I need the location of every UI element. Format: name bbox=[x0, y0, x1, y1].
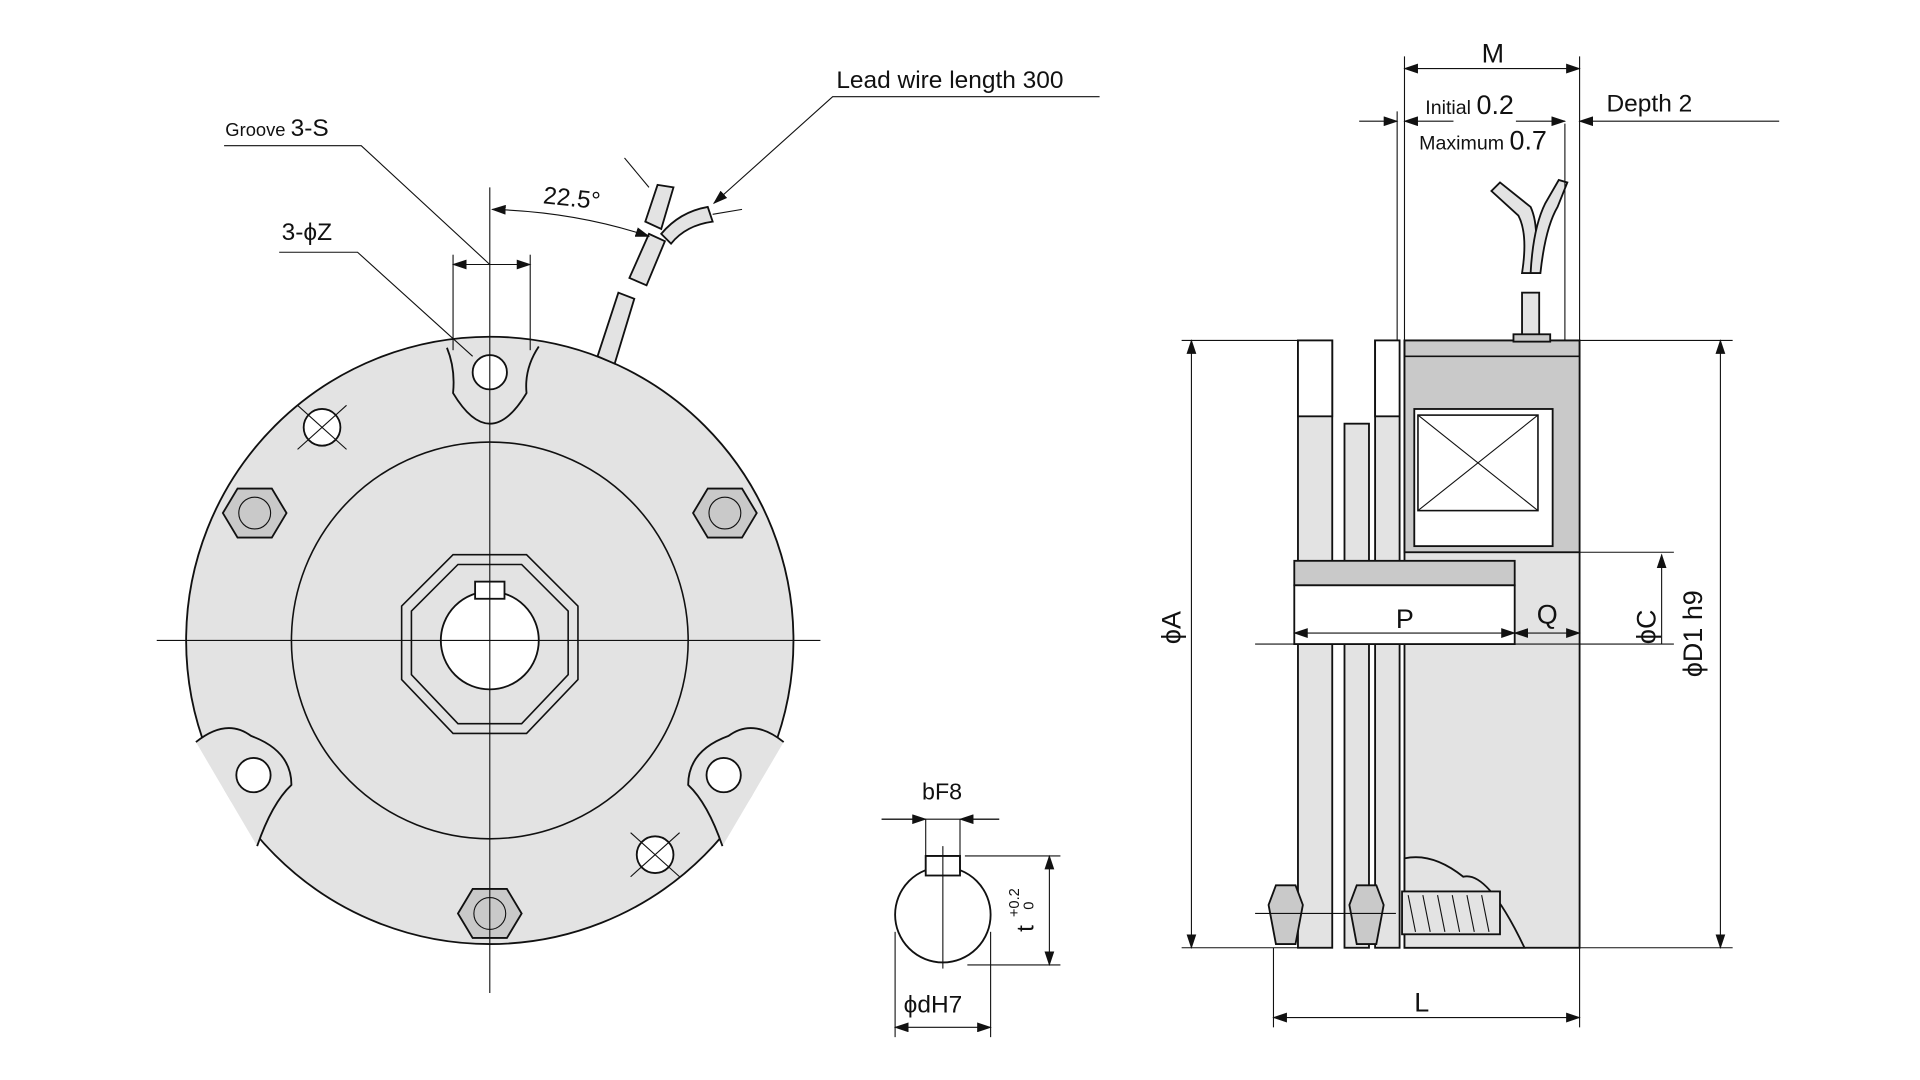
t-label: t bbox=[1012, 925, 1039, 932]
phi-d1-label: ϕD1 h9 bbox=[1678, 590, 1708, 677]
depth-label: Depth 2 bbox=[1607, 90, 1693, 117]
dh7-label: ϕdH7 bbox=[904, 992, 963, 1019]
holes-label: 3-ϕZ bbox=[282, 219, 332, 246]
angle-label: 22.5° bbox=[542, 182, 602, 215]
side-view bbox=[1181, 56, 1780, 1028]
maximum-label: Maximum 0.7 bbox=[1419, 125, 1547, 155]
initial-label: Initial 0.2 bbox=[1425, 90, 1514, 120]
phi-c-label: ϕC bbox=[1632, 610, 1662, 645]
t-tol-upper: +0.2 bbox=[1007, 888, 1023, 917]
front-view bbox=[156, 96, 1100, 994]
t-tol-lower: 0 bbox=[1021, 902, 1037, 910]
bf8-label: bF8 bbox=[922, 779, 962, 805]
p-label: P bbox=[1396, 604, 1414, 634]
keyway-detail bbox=[881, 814, 1061, 1038]
lead-wire-label: Lead wire length 300 bbox=[836, 67, 1063, 94]
phi-a-label: ϕA bbox=[1156, 611, 1186, 644]
m-label: M bbox=[1482, 38, 1504, 68]
l-label: L bbox=[1414, 987, 1429, 1017]
groove-label: Groove 3-S bbox=[225, 115, 328, 142]
q-label: Q bbox=[1537, 599, 1558, 629]
